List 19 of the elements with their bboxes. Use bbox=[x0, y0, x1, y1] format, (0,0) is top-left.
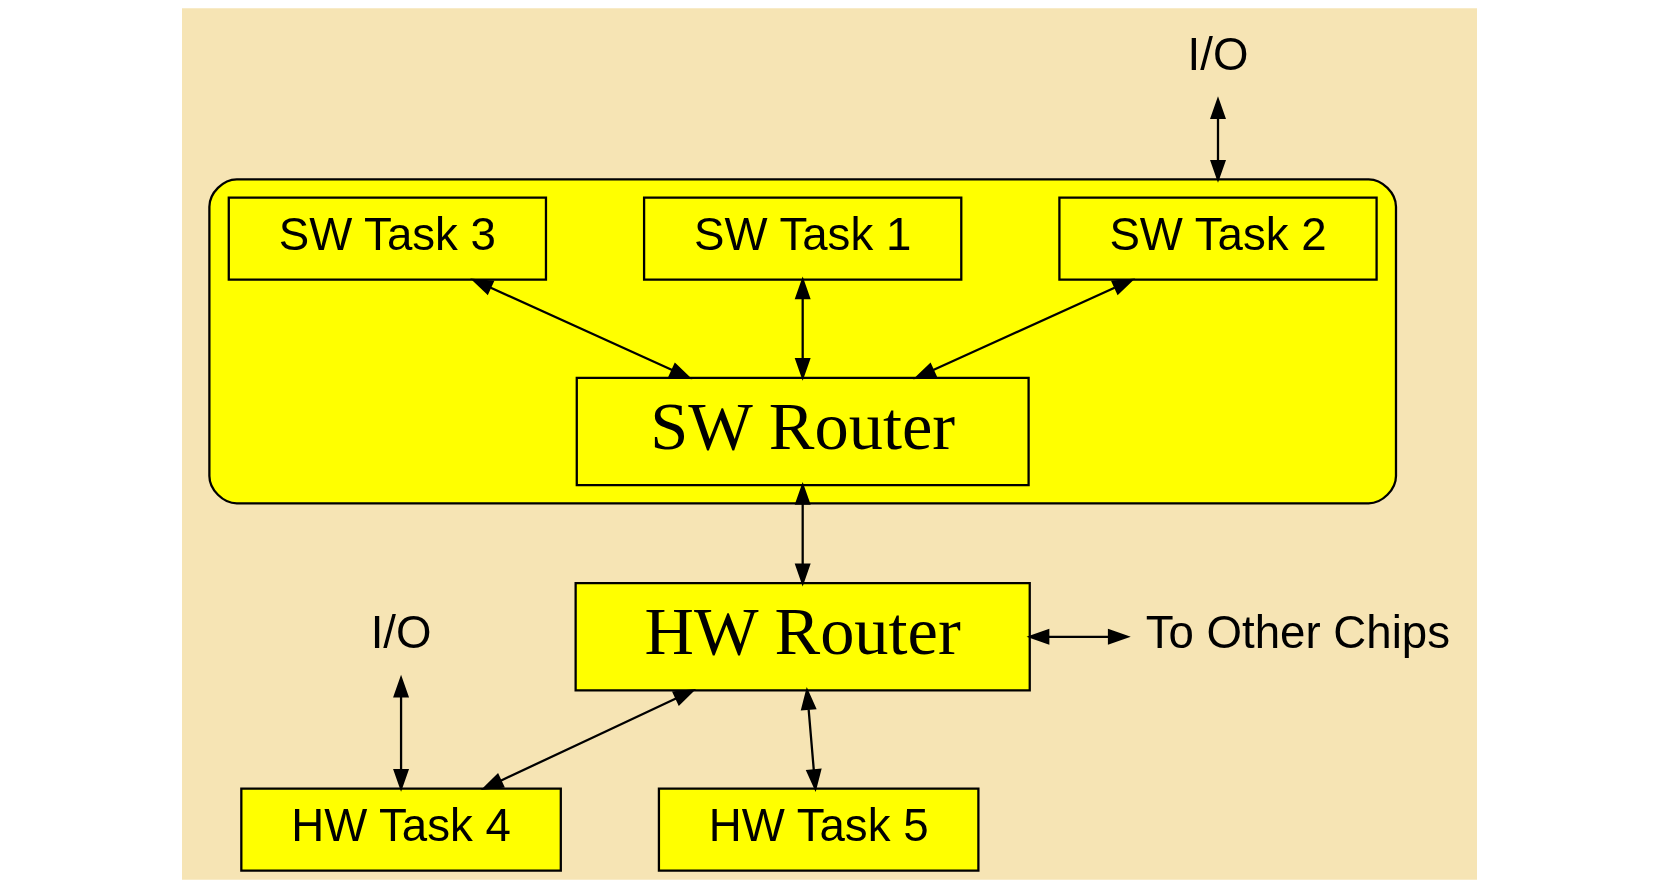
node-text: I/O bbox=[370, 607, 432, 659]
arrow bbox=[794, 276, 811, 381]
arrow bbox=[393, 674, 410, 792]
node-box: HW Router bbox=[574, 582, 1031, 692]
node-text: To Other Chips bbox=[1145, 607, 1451, 659]
arrow bbox=[1210, 96, 1226, 183]
node-box: HW Task 4 bbox=[240, 787, 562, 872]
arrow bbox=[470, 278, 693, 380]
node-text: I/O bbox=[1187, 28, 1249, 80]
arrow bbox=[913, 278, 1136, 380]
node-box: SW Task 3 bbox=[227, 196, 548, 281]
arrow bbox=[800, 687, 822, 792]
arrow bbox=[1026, 628, 1131, 645]
arrow bbox=[480, 689, 697, 790]
node-box: SW Router bbox=[575, 376, 1030, 487]
node-box: SW Task 2 bbox=[1058, 196, 1378, 281]
node-box: HW Task 5 bbox=[657, 787, 980, 872]
arrow bbox=[794, 482, 811, 587]
node-box: SW Task 1 bbox=[642, 196, 963, 281]
